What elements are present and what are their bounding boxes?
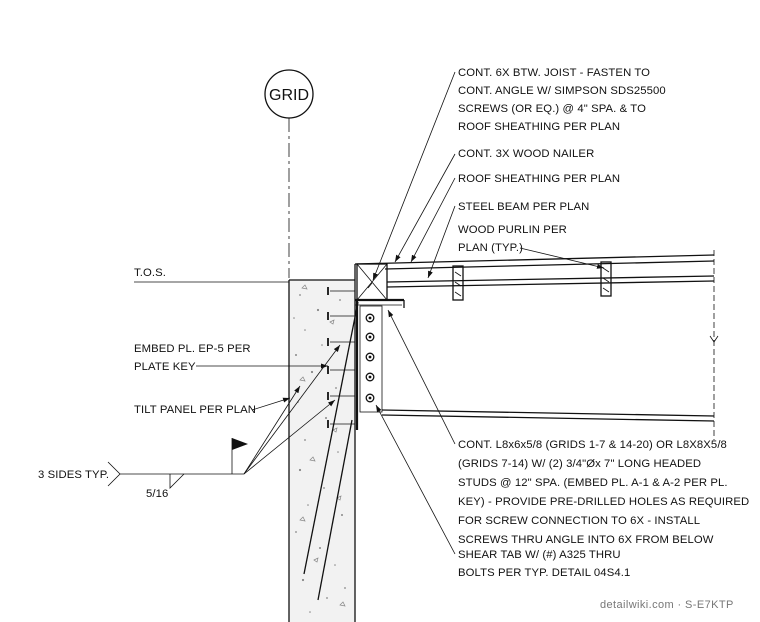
joist-leader [372,71,456,281]
nailer-label: CONT. 3X WOOD NAILER [458,148,594,160]
grid-bubble: GRID [264,69,314,119]
angle-label-line-1: CONT. L8x6x5/8 (GRIDS 1-7 & 14-20) OR L8… [458,439,727,451]
wood-purlins [452,261,612,301]
joist-label-line-4: ROOF SHEATHING PER PLAN [458,121,620,133]
angle-label-line-2: (GRIDS 7-14) W/ (2) 3/4"Øx 7" LONG HEADE… [458,458,701,470]
tos-label: T.O.S. [134,267,166,279]
embed-studs [327,287,355,428]
joist-label-line-2: CONT. ANGLE W/ SIMPSON SDS25500 [458,85,666,97]
tilt-label: TILT PANEL PER PLAN [134,404,256,416]
angle-leader [387,309,456,445]
weld-size-label: 5/16 [146,488,168,500]
joist-label-line-1: CONT. 6X BTW. JOIST - FASTEN TO [458,67,650,79]
headed-studs [303,301,359,601]
beam-label: STEEL BEAM PER PLAN [458,201,589,213]
weld-symbol [107,344,341,489]
steel-beam [381,275,715,422]
shear-label-line-2: BOLTS PER TYP. DETAIL 04S4.1 [458,567,630,579]
roof-sheathing [354,250,719,440]
shear-label-line-1: SHEAR TAB W/ (#) A325 THRU [458,549,621,561]
joist-label-line-3: SCREWS (OR EQ.) @ 4" SPA. & TO [458,103,646,115]
purlin-label-line-1: WOOD PURLIN PER [458,224,567,236]
grid-label: GRID [269,87,309,104]
nailer-leader [394,153,456,263]
shear-tab [359,305,383,413]
tilt-leader [251,397,291,411]
tilt-panel [288,264,356,622]
beam-leader [427,205,456,279]
sheathing-leader [410,177,456,263]
embed-label-line-1: EMBED PL. EP-5 PER [134,343,251,355]
sheathing-label: ROOF SHEATHING PER PLAN [458,173,620,185]
shear-leader [375,404,456,555]
angle-label-line-5: FOR SCREW CONNECTION TO 6X - INSTALL [458,515,700,527]
watermark: detailwiki.com · S-E7KTP [600,599,734,611]
purlin-label-line-2: PLAN (TYP.) [458,242,523,254]
angle-label-line-6: SCREWS THRU ANGLE INTO 6X FROM BELOW [458,534,714,546]
angle-label-line-4: KEY) - PROVIDE PRE-DRILLED HOLES AS REQU… [458,496,749,508]
concrete-hatch [293,294,346,613]
wood-nailer [356,263,388,301]
weld-sides-label: 3 SIDES TYP. [38,469,109,481]
embed-label-line-2: PLATE KEY [134,361,196,373]
purlin-leader [519,247,605,269]
angle-label-line-3: STUDS @ 12" SPA. (EMBED PL. A-1 & A-2 PE… [458,477,728,489]
